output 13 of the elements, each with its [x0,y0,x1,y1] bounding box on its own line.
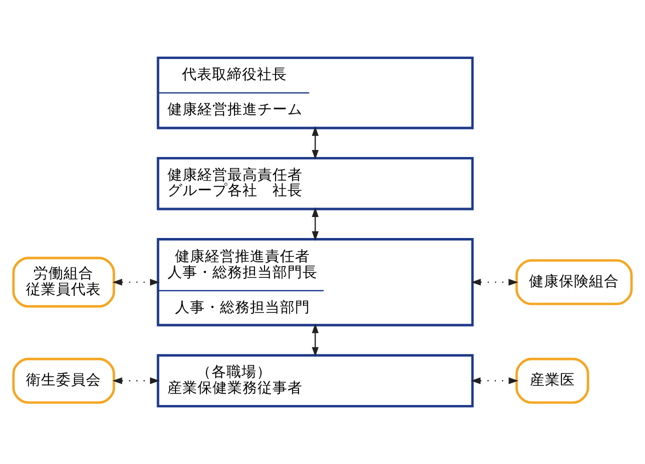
node-box: 衛生委員会 [12,358,116,404]
arrow [312,126,319,160]
node-box: 産業医 [515,358,590,404]
arrow [312,207,319,241]
node-box: （各職場） 産業保健業務従事者 [156,354,474,408]
node-box: 健康経営最高責任者 グループ各社 社長 [156,157,474,210]
arrow [112,278,160,286]
node-box: 労働組合 従業員代表 [12,256,116,308]
arrow [312,323,319,357]
arrow [470,377,518,384]
arrow [471,278,518,286]
node-box: 健康保険組合 [515,259,633,306]
arrow [112,377,160,384]
